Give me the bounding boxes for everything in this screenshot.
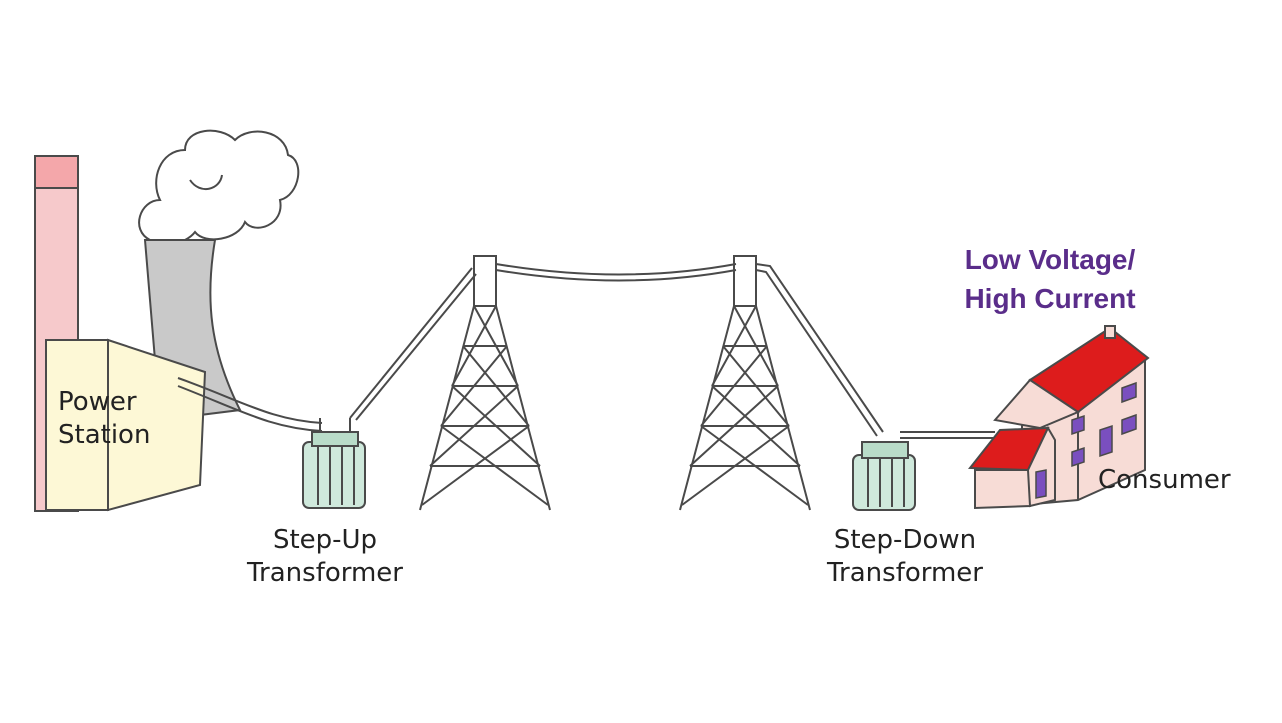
step-up-label-line1: Step-Up	[272, 525, 378, 555]
house-windows	[1035, 381, 1137, 499]
voltage-note-line1: Low Voltage/	[964, 244, 1136, 275]
consumer-label: Consumer	[1098, 465, 1231, 495]
step-up-transformer	[302, 418, 366, 509]
power-station-label-line2: Station	[58, 419, 151, 450]
step-down-transformer	[852, 441, 916, 511]
power-station-building	[45, 338, 207, 512]
service-cable	[900, 431, 995, 439]
power-station-label: Power Station	[58, 386, 150, 451]
step-up-transformer-label: Step-Up Transformer	[230, 524, 420, 589]
voltage-current-note: Low Voltage/ High Current	[945, 240, 1155, 318]
step-up-label-line2: Transformer	[246, 557, 403, 588]
transmission-tower-right	[679, 255, 811, 511]
consumer-house	[967, 325, 1150, 510]
power-station-label-line1: Power	[58, 387, 137, 417]
step-down-label-line2: Transformer	[826, 557, 983, 588]
transmission-tower-left	[419, 255, 551, 511]
smoke-cloud	[138, 129, 300, 246]
feed-line-right	[755, 263, 884, 437]
step-down-label-line1: Step-Down	[833, 525, 977, 555]
feed-line-left	[349, 267, 477, 421]
overhead-transmission-lines	[495, 263, 737, 282]
station-cable	[177, 377, 323, 432]
step-down-transformer-label: Step-Down Transformer	[805, 524, 1005, 589]
voltage-note-line2: High Current	[964, 283, 1136, 315]
